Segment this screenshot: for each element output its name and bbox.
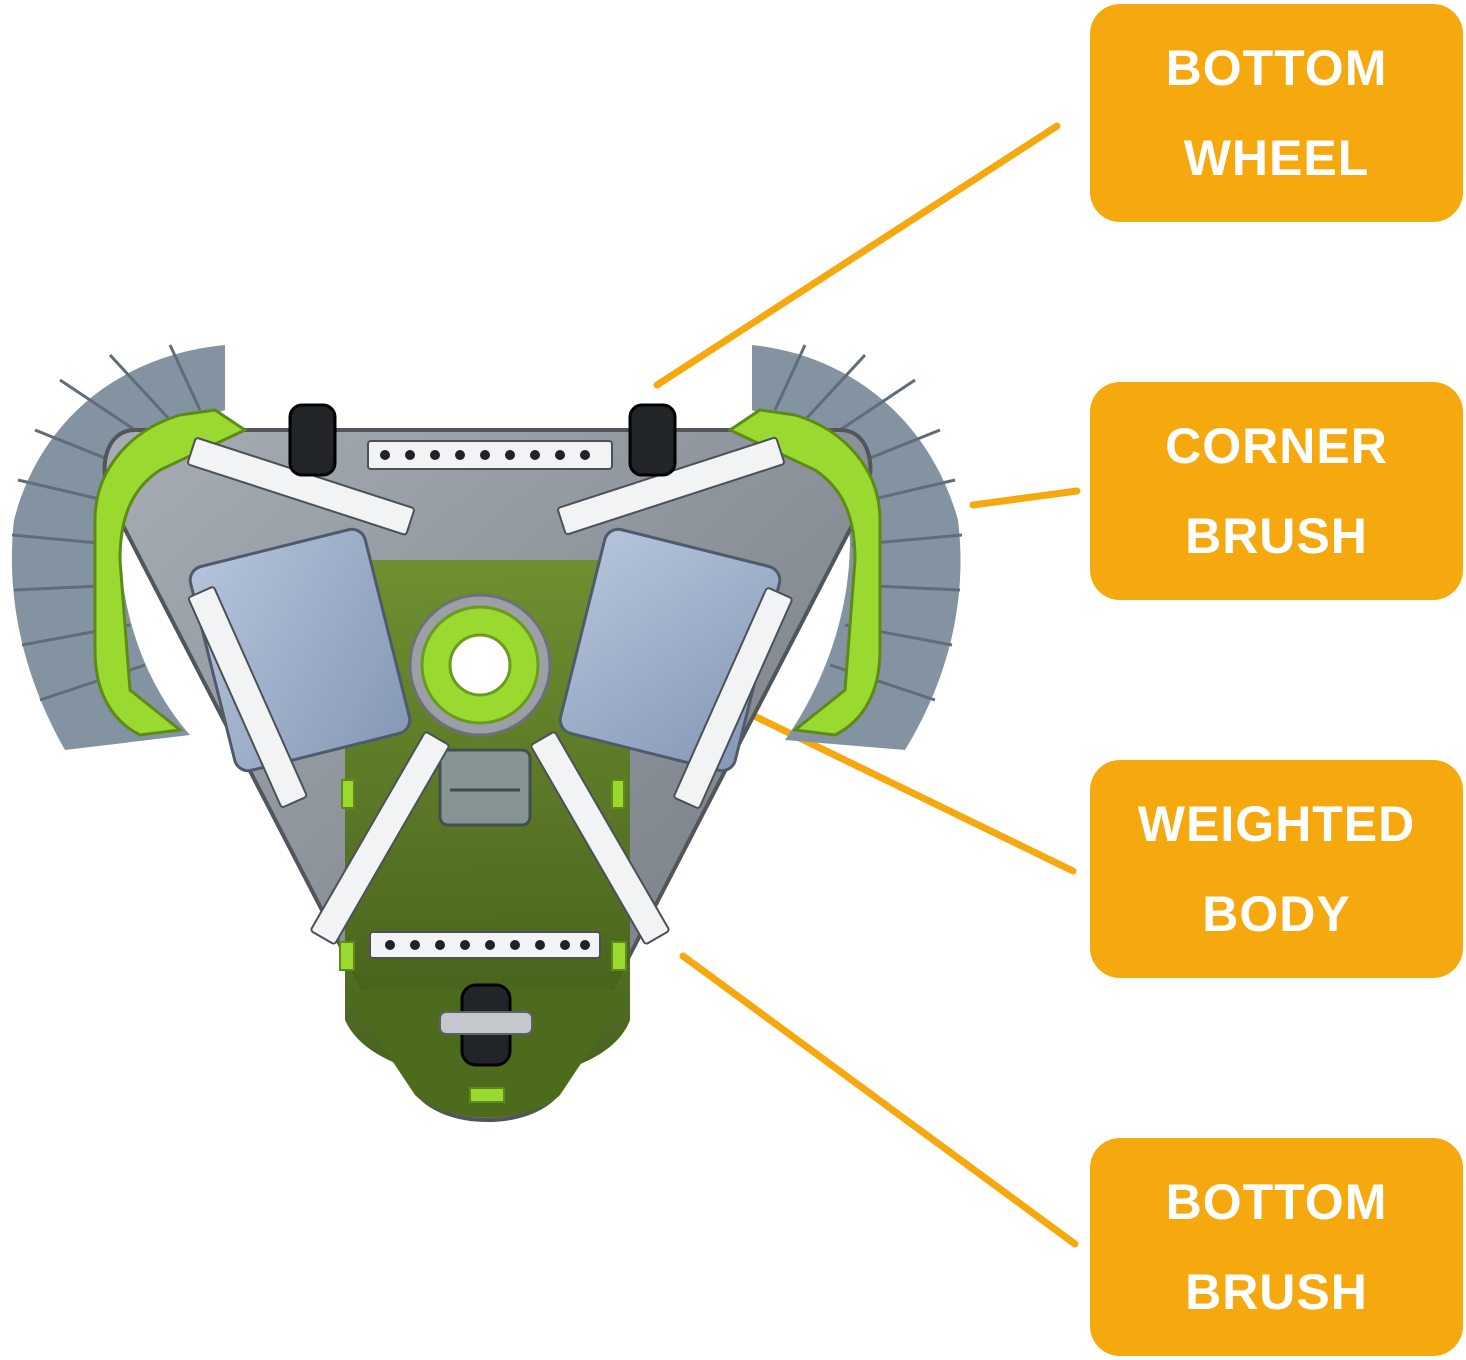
callout-weighted-body-line1: WEIGHTED	[1137, 796, 1416, 852]
callout-bottom-wheel-line1: BOTTOM	[1165, 40, 1388, 96]
corner-frame-left	[93, 408, 249, 737]
leader-line-bottom-wheel	[653, 122, 1061, 389]
leader-line-corner-brush	[969, 487, 1081, 509]
callout-bottom-brush: BOTTOM BRUSH	[1090, 1138, 1463, 1356]
callout-bottom-brush-line1: BOTTOM	[1165, 1174, 1388, 1230]
leader-line-bottom-brush	[679, 952, 1079, 1248]
callout-weighted-body: WEIGHTED BODY	[1090, 760, 1463, 978]
callout-bottom-wheel-line2: WHEEL	[1183, 130, 1370, 186]
callout-weighted-body-line2: BODY	[1202, 886, 1351, 942]
bottom-wheel-icon	[288, 403, 677, 1067]
callout-corner-brush-line2: BRUSH	[1185, 508, 1368, 564]
hose-port-hole	[448, 633, 512, 697]
callout-corner-brush-line1: CORNER	[1165, 418, 1388, 474]
pool-vacuum-head-icon	[11, 344, 963, 1122]
bristle-dots	[380, 450, 590, 950]
leader-lines	[653, 122, 1081, 1248]
corner-frame-right	[726, 408, 882, 737]
callout-corner-brush: CORNER BRUSH	[1090, 382, 1463, 600]
callout-bottom-brush-line2: BRUSH	[1185, 1264, 1368, 1320]
callout-bottom-wheel: BOTTOM WHEEL	[1090, 4, 1463, 222]
